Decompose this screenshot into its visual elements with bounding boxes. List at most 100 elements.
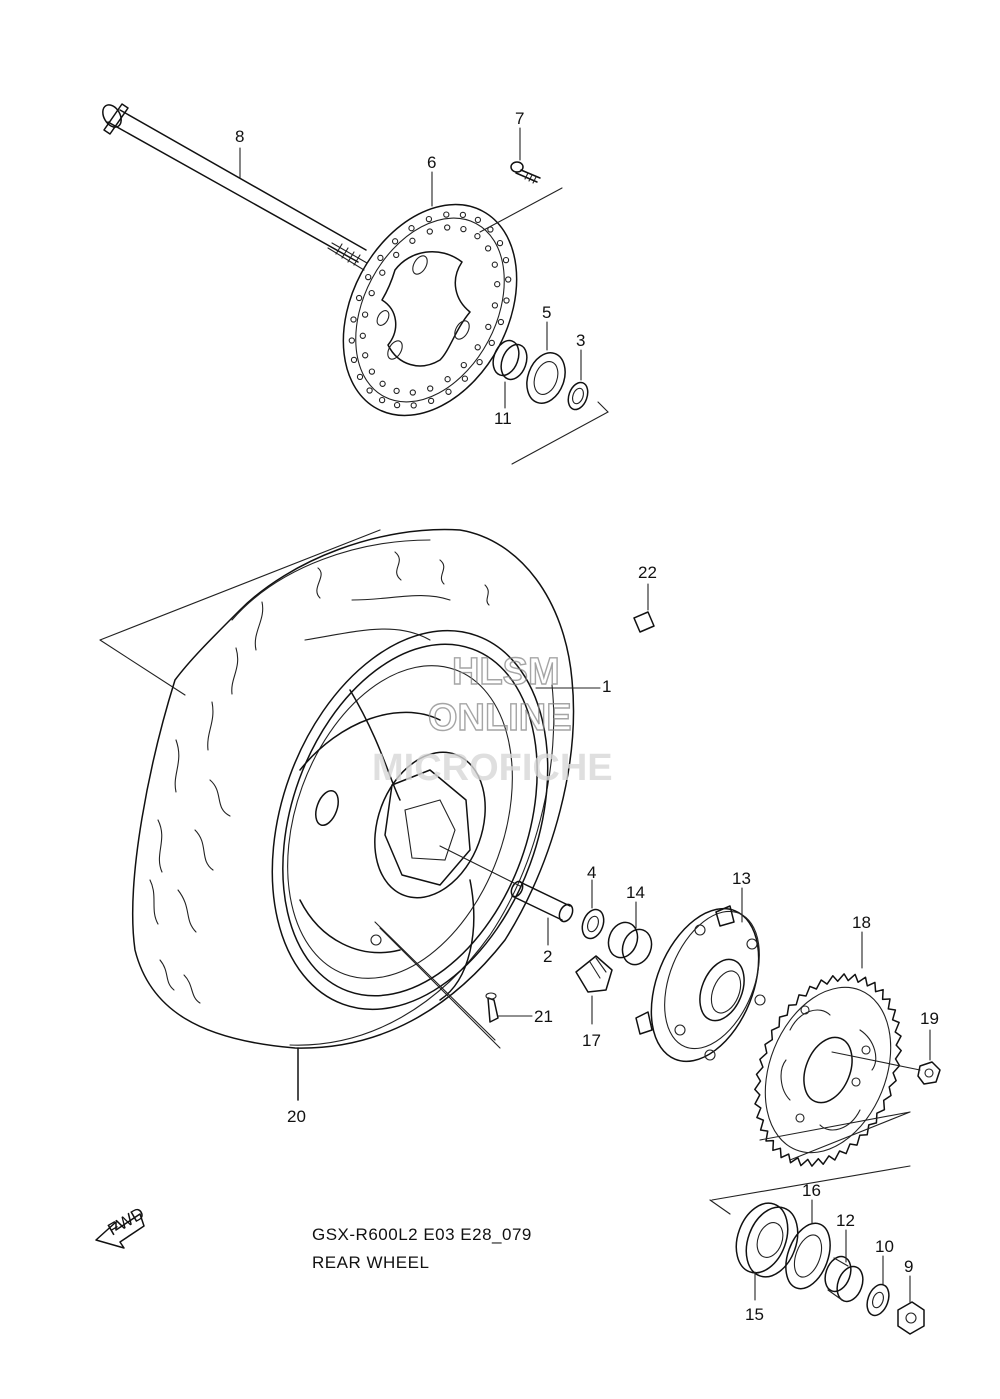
disc-vent-hole: [474, 233, 481, 240]
callout-20: 20: [287, 1107, 306, 1126]
callout-6: 6: [427, 153, 436, 172]
leader-group-wheel: [99, 529, 501, 1049]
disc-vent-hole: [361, 311, 369, 318]
disc-vent-hole: [365, 273, 372, 281]
disc-vent-hole: [426, 228, 433, 235]
disc-vent-hole: [393, 401, 401, 409]
oil-seal-5: [526, 321, 566, 404]
rear-sprocket: [754, 931, 902, 1167]
spacer-3: [567, 349, 589, 411]
fwd-label: FWD: [105, 1204, 148, 1240]
disc-vent-hole: [368, 289, 375, 297]
callout-21: 21: [534, 1007, 553, 1026]
callout-1: 1: [602, 677, 611, 696]
disc-vent-hole: [427, 397, 435, 405]
disc-vent-hole: [497, 318, 505, 326]
cush-damper: [575, 955, 613, 1025]
forward-direction-arrow: FWD: [95, 1204, 148, 1249]
disc-vent-hole: [485, 323, 492, 331]
watermark: HLSM ONLINE MICROFICHE: [372, 650, 613, 789]
hub-spacer-11: [492, 339, 528, 409]
disc-vent-hole: [491, 302, 499, 309]
leader-group-sprocket: [759, 1111, 911, 1161]
disc-vent-hole: [443, 211, 450, 218]
diagram-model-code: GSX-R600L2 E03 E28_079: [312, 1225, 532, 1244]
disc-vent-hole: [368, 368, 376, 375]
disc-vent-hole: [366, 387, 373, 394]
axle-nut-9: [897, 1275, 925, 1335]
callout-4: 4: [587, 863, 596, 882]
disc-vent-hole: [348, 337, 355, 344]
bearing-14: [607, 901, 653, 966]
disc-vent-hole: [378, 396, 386, 404]
callout-3: 3: [576, 331, 585, 350]
callout-16: 16: [802, 1181, 821, 1200]
leader-group-top: [479, 187, 609, 465]
callout-9: 9: [904, 1257, 913, 1276]
watermark-line2: ONLINE: [428, 697, 572, 739]
callout-10: 10: [875, 1237, 894, 1256]
disc-vent-hole: [350, 316, 357, 323]
disc-vent-hole: [408, 225, 415, 232]
sprocket-nut: [831, 1029, 941, 1085]
disc-vent-hole: [491, 261, 498, 268]
disc-vent-hole: [502, 256, 510, 264]
bearing-4: [581, 879, 605, 940]
disc-vent-hole: [445, 388, 452, 395]
disc-vent-hole: [377, 254, 384, 262]
disc-vent-hole: [494, 281, 501, 288]
leader-group-bottom: [709, 1165, 911, 1215]
axle-spacer-2: [439, 845, 574, 946]
callout-5: 5: [542, 303, 551, 322]
disc-vent-hole: [496, 239, 504, 247]
disc-vent-hole: [474, 344, 481, 351]
callout-15: 15: [745, 1305, 764, 1324]
sprocket-drum: [635, 887, 766, 1063]
disc-vent-hole: [391, 238, 399, 245]
disc-vent-hole: [393, 251, 400, 259]
disc-vent-hole: [460, 225, 467, 233]
disc-vent-hole: [355, 294, 363, 302]
disc-bolt: [510, 127, 541, 184]
disc-vent-hole: [460, 361, 467, 369]
oil-seal-16: [785, 1199, 831, 1290]
disc-vent-hole: [427, 385, 434, 392]
callout-12: 12: [836, 1211, 855, 1230]
callout-17: 17: [582, 1031, 601, 1050]
valve-cap: [633, 583, 655, 633]
disc-vent-hole: [379, 269, 386, 276]
brake-disc: [342, 171, 518, 417]
disc-vent-hole: [359, 332, 366, 339]
disc-vent-hole: [410, 402, 417, 409]
disc-vent-hole: [474, 216, 482, 224]
rear-wheel-rim: [271, 629, 549, 1011]
disc-vent-hole: [350, 356, 358, 364]
disc-vent-hole: [362, 352, 369, 359]
watermark-line3: MICROFICHE: [372, 747, 613, 789]
valve-stem: [485, 992, 533, 1023]
rear-axle: [102, 103, 368, 271]
disc-vent-hole: [409, 237, 416, 244]
disc-vent-hole: [503, 297, 510, 304]
disc-vent-hole: [379, 380, 386, 387]
callout-8: 8: [235, 127, 244, 146]
disc-vent-hole: [461, 375, 469, 382]
disc-vent-hole: [476, 358, 483, 366]
callout-14: 14: [626, 883, 645, 902]
disc-vent-hole: [444, 376, 451, 383]
callout-2: 2: [543, 947, 552, 966]
disc-vent-hole: [488, 339, 495, 347]
bearing-15: [735, 1202, 799, 1301]
diagram-title: REAR WHEEL: [312, 1253, 429, 1272]
watermark-line1: HLSM: [452, 651, 560, 693]
callout-13: 13: [732, 869, 751, 888]
callout-11: 11: [494, 409, 512, 428]
rear-tire: [132, 528, 575, 1049]
disc-vent-hole: [425, 215, 433, 223]
callout-7: 7: [515, 109, 524, 128]
disc-vent-hole: [409, 389, 416, 396]
disc-vent-hole: [356, 373, 364, 381]
callout-19: 19: [920, 1009, 939, 1028]
disc-vent-hole: [505, 276, 512, 283]
